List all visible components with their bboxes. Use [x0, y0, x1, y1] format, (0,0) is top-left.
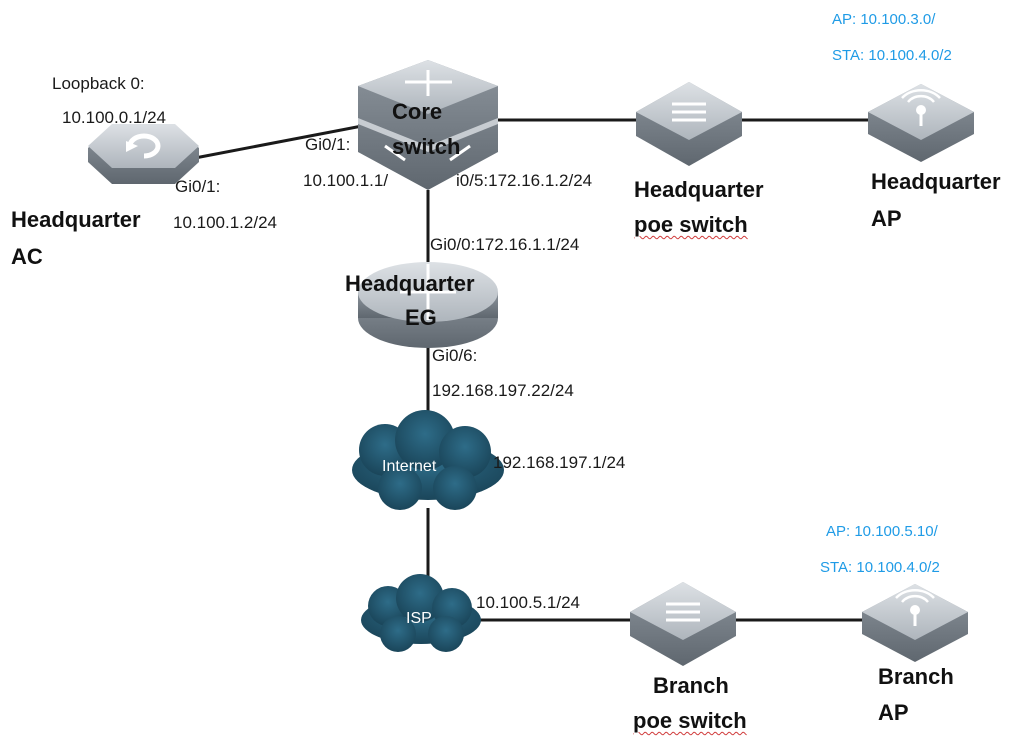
- hq-poe-switch-label-text: poe switch: [634, 212, 748, 237]
- ac-port-label: Gi0/1:: [175, 177, 221, 196]
- hq-ac-label-line1: Headquarter: [11, 207, 141, 232]
- hq-sta-network-text: STA: 10.100.4.0/2: [832, 47, 952, 64]
- hq-ac-label-line2: AC: [11, 244, 43, 269]
- hq-ap-network-note: AP: 10.100.3.0/: [832, 10, 978, 30]
- branch-poe-switch-label-line2: poe switch: [633, 707, 747, 735]
- core-gi01-ip: 10.100.1.1/: [303, 171, 389, 190]
- loopback-label: Loopback 0:: [52, 74, 145, 93]
- branch-ap-label-line1: Branch: [878, 664, 954, 689]
- branch-ap-label-line2: AP: [878, 700, 909, 725]
- poe-switch-icon: [636, 82, 742, 166]
- access-point-icon: [862, 584, 968, 662]
- hq-ap-network-text: AP: 10.100.3.0/: [832, 11, 936, 28]
- cloud-icon: [361, 574, 481, 652]
- branch-poe-switch-label-line1: Branch: [653, 673, 729, 698]
- eg-gi00-label: Gi0/0:172.16.1.1/24: [430, 235, 580, 254]
- branch-sta-network-text: STA: 10.100.4.0/2: [820, 559, 940, 576]
- eg-gi06-ip: 192.168.197.22/24: [432, 381, 574, 400]
- isp-label: ISP: [406, 610, 432, 627]
- branch-ap-network-note: AP: 10.100.5.10/: [826, 522, 978, 542]
- core-gi05-label: i0/5:172.16.1.2/24: [456, 171, 593, 190]
- internet-ip: 192.168.197.1/24: [493, 453, 626, 472]
- branch-poe-switch-label-text: poe switch: [633, 708, 747, 733]
- poe-switch-icon: [630, 582, 736, 666]
- hq-ap-label-line1: Headquarter: [871, 169, 1001, 194]
- internet-label: Internet: [382, 458, 437, 475]
- hq-eg-label-line1: Headquarter: [345, 271, 475, 296]
- hq-eg-label-line2: EG: [405, 305, 437, 330]
- branch-sta-network-note: STA: 10.100.4.0/2: [820, 558, 978, 578]
- core-gi01-label: Gi0/1:: [305, 135, 351, 154]
- hq-poe-switch-label-line1: Headquarter: [634, 177, 764, 202]
- hq-ap-label-line2: AP: [871, 206, 902, 231]
- hq-sta-network-note: STA: 10.100.4.0/2: [832, 46, 978, 66]
- cloud-icon: [352, 410, 504, 510]
- eg-gi06-label: Gi0/6:: [432, 346, 478, 365]
- core-switch-label-line2: switch: [392, 134, 461, 159]
- router-icon: [358, 262, 498, 348]
- links: [194, 118, 870, 622]
- link-ac-core: [194, 124, 363, 160]
- loopback-ip: 10.100.0.1/24: [62, 108, 166, 127]
- branch-ap-network-text: AP: 10.100.5.10/: [826, 523, 938, 540]
- isp-ip: 10.100.5.1/24: [476, 593, 580, 612]
- hq-poe-switch-label-line2: poe switch: [634, 211, 748, 239]
- wireless-controller-icon: [88, 124, 199, 184]
- ac-port-ip: 10.100.1.2/24: [173, 213, 277, 232]
- layer3-switch-icon: [358, 60, 498, 190]
- core-switch-label-line1: Core: [392, 99, 443, 124]
- access-point-icon: [868, 84, 974, 162]
